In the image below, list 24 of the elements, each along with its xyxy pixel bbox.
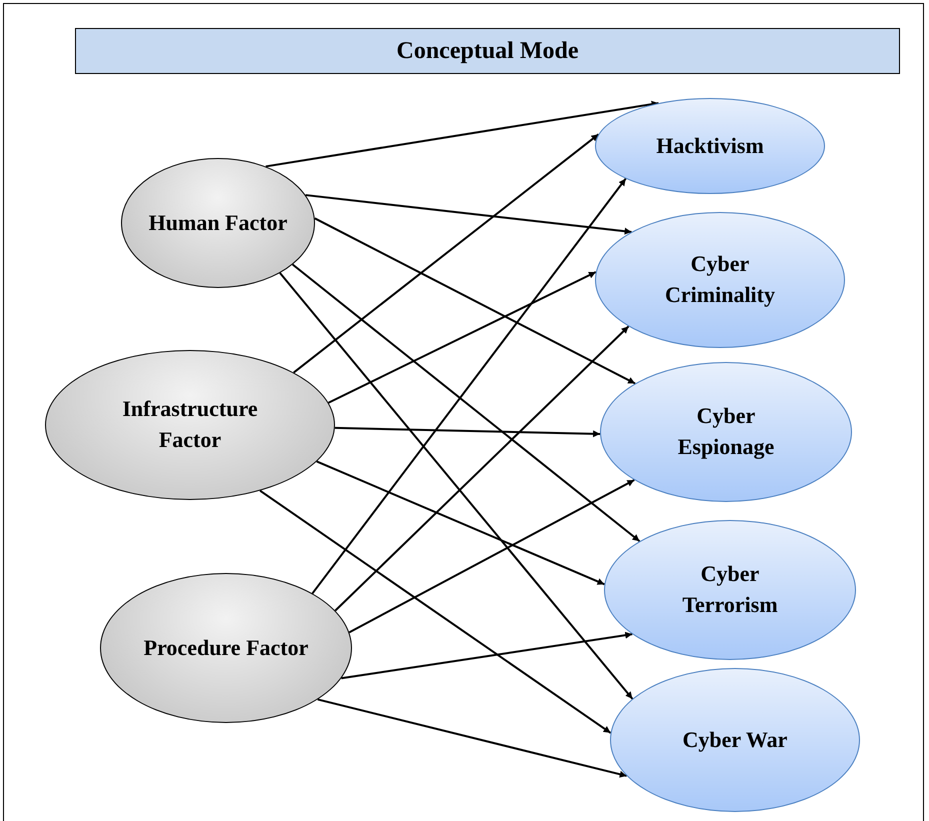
arrow (317, 698, 627, 778)
arrow (260, 490, 612, 734)
arrow (305, 194, 632, 235)
node-label: Cyber Espionage (676, 402, 776, 461)
arrow (293, 133, 600, 374)
node-label: Cyber Terrorism (681, 560, 779, 619)
node-label: Hacktivism (655, 132, 765, 160)
arrow (292, 264, 640, 542)
node-label: Cyber Criminality (664, 250, 776, 309)
title-banner: Conceptual Mode (75, 28, 900, 74)
node-label: Cyber War (682, 726, 788, 754)
arrow (314, 217, 636, 384)
arrow (316, 460, 605, 586)
arrow (341, 632, 632, 680)
node-label: Procedure Factor (142, 634, 310, 662)
node-label: Infrastructure Factor (121, 395, 259, 454)
arrow (312, 178, 627, 594)
arrow (348, 479, 635, 634)
node-label: Human Factor (148, 208, 288, 237)
arrow (334, 326, 630, 612)
arrow (266, 100, 659, 168)
arrow (328, 271, 596, 404)
arrow (279, 272, 634, 700)
arrow (334, 426, 600, 438)
